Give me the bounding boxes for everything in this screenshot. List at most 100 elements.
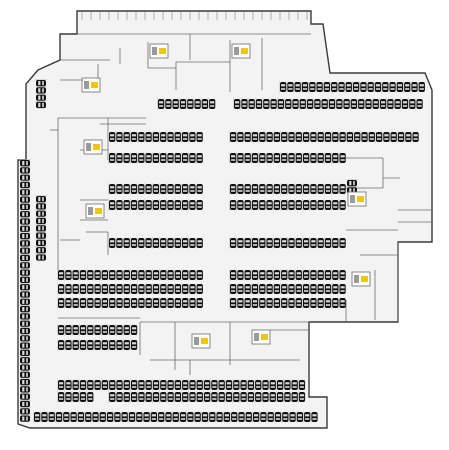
car-windshield — [151, 414, 156, 417]
car — [36, 210, 46, 217]
car-rear-window — [183, 290, 188, 292]
car-windshield — [304, 202, 309, 205]
car-rear-window — [42, 211, 44, 216]
car-body — [94, 270, 101, 280]
car-rear-window — [325, 159, 331, 161]
car-rear-window — [289, 206, 294, 208]
car-rear-window — [304, 206, 309, 208]
car-body — [237, 298, 244, 308]
car — [324, 132, 332, 142]
car-body — [196, 298, 203, 308]
car-rear-window — [102, 304, 107, 306]
car-rear-window — [42, 102, 44, 108]
car-body — [160, 284, 167, 294]
car — [172, 99, 179, 109]
car-body — [259, 298, 266, 308]
car-rear-window — [153, 398, 159, 400]
car-windshield — [395, 101, 400, 104]
stair-accent — [91, 82, 98, 88]
car-body — [20, 371, 30, 378]
car-windshield — [38, 102, 41, 108]
car-rear-window — [263, 386, 268, 388]
car-rear-window — [252, 138, 258, 140]
car — [65, 340, 72, 350]
car — [189, 238, 196, 248]
car-rear-window — [308, 105, 313, 107]
car-body — [152, 270, 160, 280]
car — [116, 340, 123, 350]
car-windshield — [405, 84, 410, 87]
car-body — [116, 392, 123, 402]
car-body — [94, 380, 101, 390]
core-west-lower — [85, 203, 105, 219]
car-windshield — [73, 394, 78, 397]
car-windshield — [80, 342, 86, 345]
car-windshield — [22, 226, 25, 231]
car-windshield — [339, 84, 344, 87]
car — [259, 153, 266, 163]
car-rear-window — [102, 331, 107, 333]
car — [259, 200, 266, 210]
car — [416, 99, 423, 109]
car-body — [41, 412, 48, 422]
car-windshield — [188, 414, 193, 417]
car — [55, 412, 63, 422]
car-rear-window — [260, 244, 265, 246]
car-windshield — [267, 272, 272, 275]
car-body — [332, 298, 339, 308]
car-windshield — [129, 414, 135, 417]
car — [339, 298, 346, 308]
car-rear-window — [212, 398, 217, 400]
car-rear-window — [238, 138, 243, 140]
car-body — [259, 284, 266, 294]
car-windshield — [325, 155, 331, 158]
car-rear-window — [231, 244, 236, 246]
car-windshield — [38, 197, 41, 202]
car — [20, 313, 30, 320]
car-body — [303, 284, 310, 294]
car-windshield — [248, 382, 253, 385]
car-rear-window — [263, 398, 268, 400]
car-body — [310, 238, 317, 248]
car-body — [405, 132, 412, 142]
car-body — [196, 270, 203, 280]
car — [123, 200, 130, 210]
car-rear-window — [137, 418, 142, 420]
car — [79, 340, 87, 350]
car-body — [267, 412, 274, 422]
car — [20, 211, 30, 218]
car-windshield — [132, 272, 137, 275]
car — [94, 340, 101, 350]
car-rear-window — [153, 386, 159, 388]
car-body — [244, 132, 251, 142]
car-body — [259, 200, 266, 210]
car-rear-window — [256, 386, 261, 388]
car — [182, 284, 189, 294]
car — [87, 284, 94, 294]
car-windshield — [282, 155, 287, 158]
car-body — [303, 200, 310, 210]
car — [281, 238, 288, 248]
car-windshield — [231, 300, 236, 303]
car — [20, 160, 30, 167]
car-windshield — [377, 134, 382, 137]
car-rear-window — [344, 105, 349, 107]
car-windshield — [252, 155, 258, 158]
car-rear-window — [168, 244, 173, 246]
core-south-east — [351, 271, 371, 287]
car-windshield — [38, 218, 41, 224]
car — [311, 412, 318, 422]
car-windshield — [66, 342, 71, 345]
car-body — [194, 99, 201, 109]
car-rear-window — [124, 190, 129, 192]
car — [131, 325, 138, 335]
car-rear-window — [139, 206, 144, 208]
car — [244, 238, 251, 248]
car-body — [324, 200, 332, 210]
car-rear-window — [26, 241, 28, 246]
car-body — [332, 284, 339, 294]
car-windshield — [110, 155, 115, 158]
car-windshield — [153, 240, 158, 243]
car-rear-window — [26, 197, 28, 202]
car — [247, 380, 254, 390]
